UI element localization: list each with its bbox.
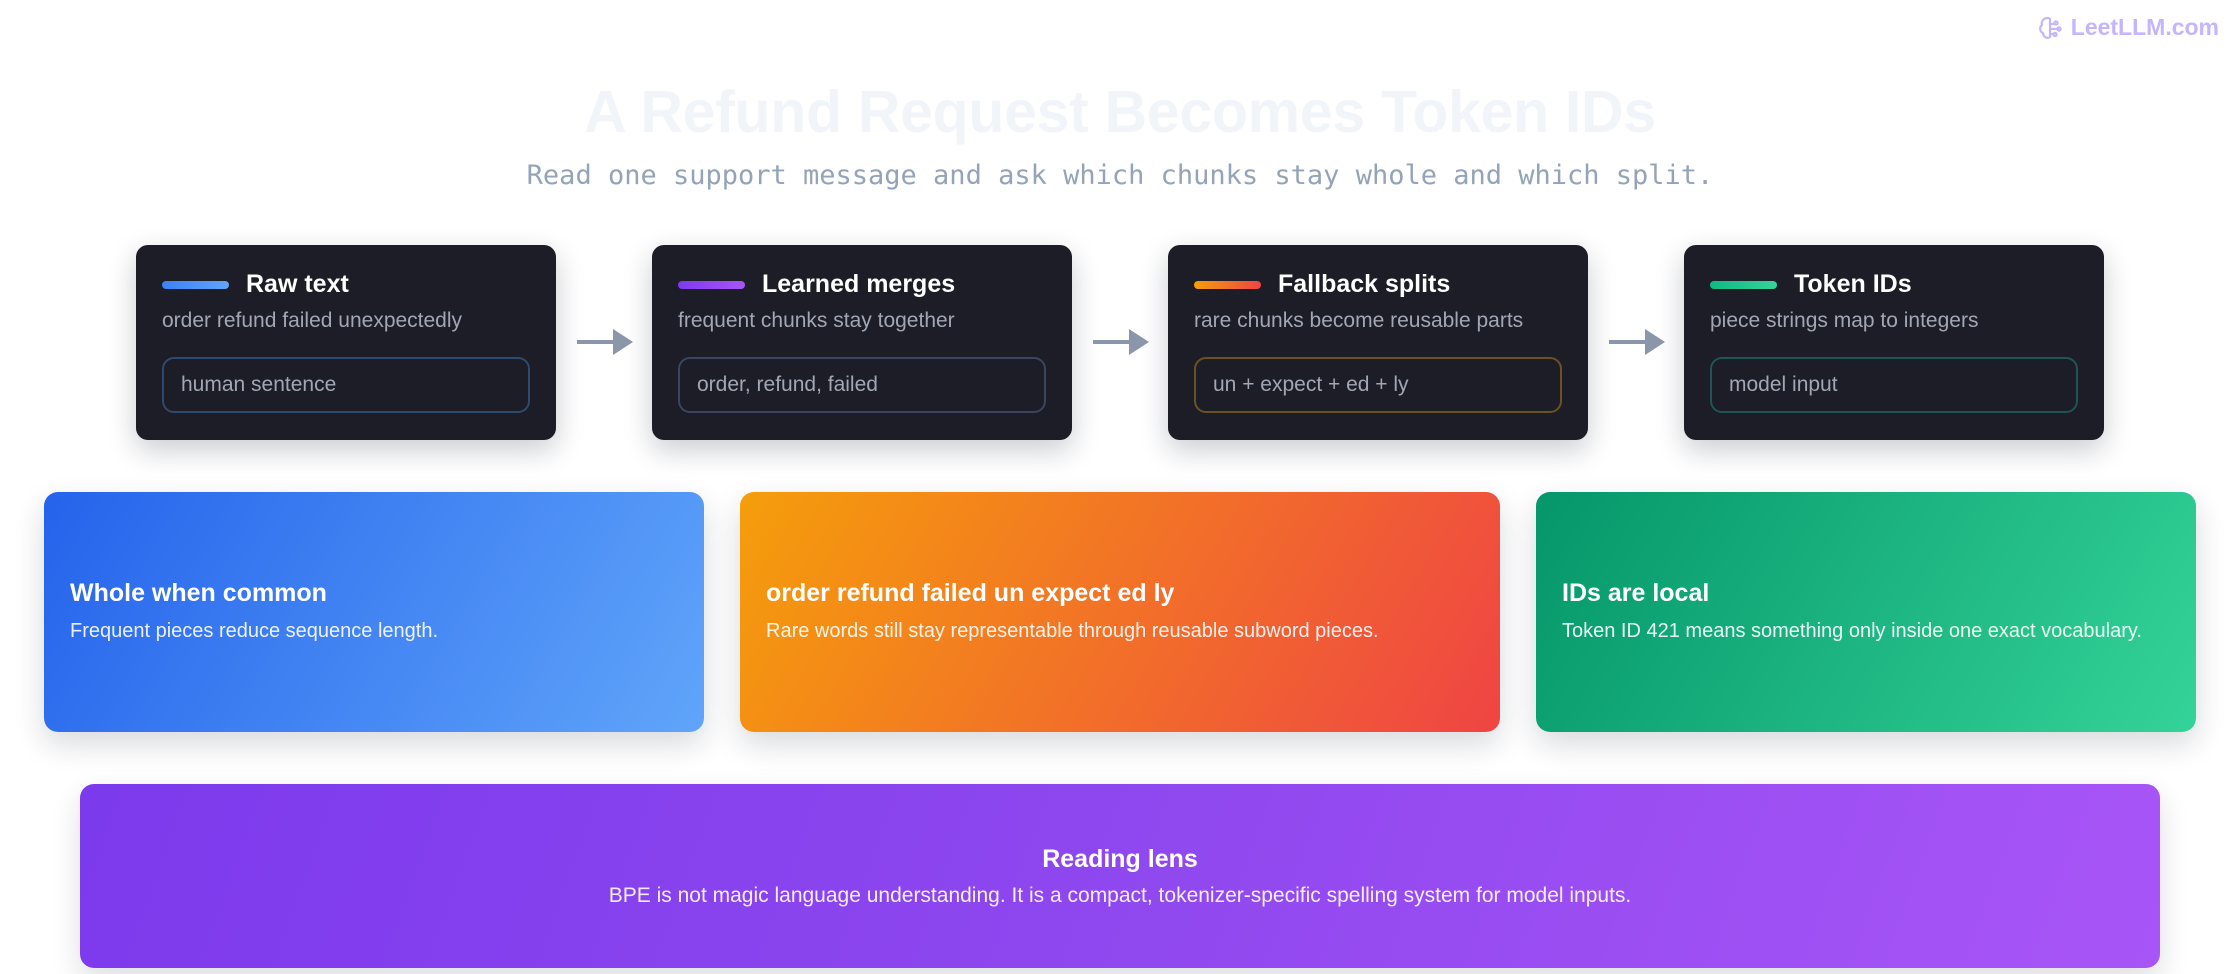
step-title: Token IDs (1794, 270, 1912, 298)
panel-subword-split: order refund failed un expect ed ly Rare… (740, 492, 1500, 732)
lens-text: BPE is not magic language understanding.… (608, 883, 1632, 907)
step-subtitle: rare chunks become reusable parts (1194, 309, 1524, 332)
step-token-ids: Token IDs piece strings map to integers … (1684, 245, 2104, 440)
step-fallback-splits: Fallback splits rare chunks become reusa… (1168, 245, 1588, 440)
arrow-right-icon (1609, 329, 1665, 355)
panel-title: IDs are local (1562, 579, 1710, 607)
panel-title: Whole when common (70, 579, 327, 607)
step-learned-merges: Learned merges frequent chunks stay toge… (652, 245, 1072, 440)
arrow-right-icon (577, 329, 633, 355)
step-accent-bar (162, 281, 229, 289)
lens-title: Reading lens (1042, 844, 1198, 873)
brand[interactable]: LeetLLM.com (2038, 14, 2219, 41)
step-chip: un + expect + ed + ly (1194, 357, 1562, 413)
panel-text: Token ID 421 means something only inside… (1562, 620, 2142, 642)
panel-text: Rare words still stay representable thro… (766, 620, 1379, 642)
panel-title: order refund failed un expect ed ly (766, 579, 1175, 607)
step-accent-bar (1194, 281, 1261, 289)
brain-icon (2038, 15, 2062, 41)
step-accent-bar (1710, 281, 1777, 289)
page-title: A Refund Request Becomes Token IDs (584, 79, 1656, 145)
step-title: Fallback splits (1278, 270, 1451, 298)
step-title: Learned merges (762, 270, 956, 298)
arrow-right-icon (1093, 329, 1149, 355)
step-chip: model input (1710, 357, 2078, 413)
step-subtitle: order refund failed unexpectedly (162, 309, 463, 332)
step-chip: human sentence (162, 357, 530, 413)
reading-lens-panel: Reading lens BPE is not magic language u… (80, 784, 2160, 968)
panel-text: Frequent pieces reduce sequence length. (70, 620, 439, 642)
step-chip: order, refund, failed (678, 357, 1046, 413)
step-title: Raw text (246, 270, 349, 298)
page-subtitle: Read one support message and ask which c… (526, 160, 1714, 191)
panel-ids-are-local: IDs are local Token ID 421 means somethi… (1536, 492, 2196, 732)
step-subtitle: frequent chunks stay together (678, 309, 955, 332)
step-subtitle: piece strings map to integers (1710, 309, 1979, 332)
step-accent-bar (678, 281, 745, 289)
step-raw-text: Raw text order refund failed unexpectedl… (136, 245, 556, 440)
brand-label[interactable]: LeetLLM.com (2070, 14, 2219, 40)
panel-whole-when-common: Whole when common Frequent pieces reduce… (44, 492, 704, 732)
